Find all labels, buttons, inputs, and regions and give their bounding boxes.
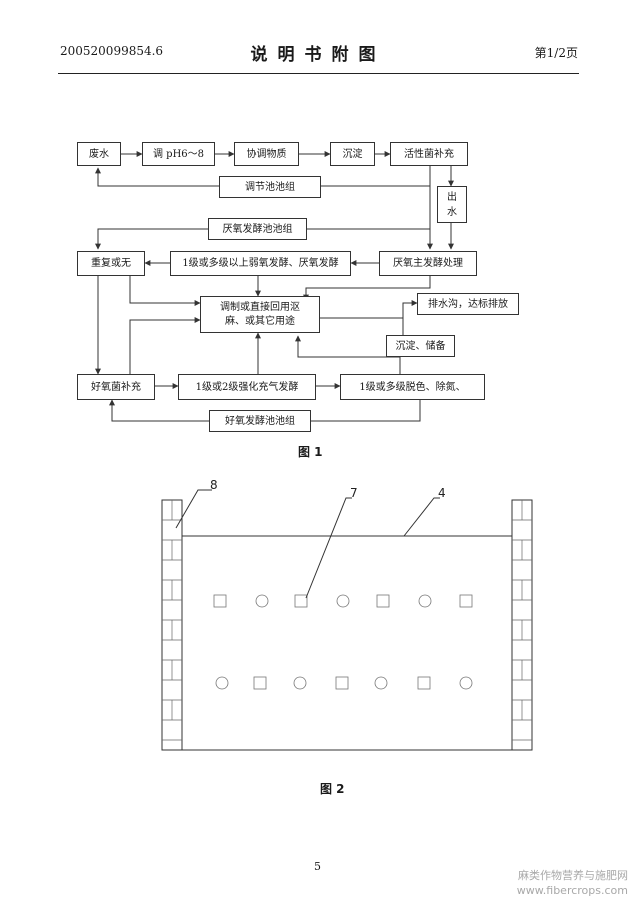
- node-outlet: 出水: [437, 186, 467, 223]
- line-decolor-storage: [386, 356, 401, 378]
- arrow-main-reuse: [303, 276, 431, 301]
- callout-8: 8: [210, 478, 218, 492]
- line-aerobic-tank-right: [311, 400, 421, 422]
- leader-7: [305, 497, 352, 599]
- watermark-line-1: 麻类作物营养与施肥网: [518, 869, 628, 882]
- line-aerobic-tank-left: [109, 399, 209, 422]
- application-number: 200520099854.6: [60, 44, 164, 58]
- node-strong-aeration: 1级或2级强化充气发酵: [178, 374, 316, 400]
- node-reuse: 调制或直接回用沤 麻、或其它用途: [200, 296, 320, 333]
- arrow-storage-reuse: [295, 335, 386, 358]
- brick-lines: [162, 500, 532, 741]
- arrow-aerobic-reuse: [129, 317, 201, 379]
- node-repeat: 重复或无: [77, 251, 145, 276]
- watermark: 麻类作物营养与施肥网 www.fibercrops.com: [517, 868, 628, 898]
- node-coordinate: 协调物质: [234, 142, 299, 166]
- callout-7: 7: [350, 486, 358, 500]
- node-sedimentation: 沉淀: [330, 142, 375, 166]
- leader-4: [403, 497, 440, 537]
- node-regulating-tank: 调节池池组: [219, 176, 321, 198]
- watermark-line-2: www.fibercrops.com: [516, 884, 628, 897]
- line-active-to-regtank: [321, 166, 431, 187]
- leader-8: [175, 489, 212, 529]
- page-number: 5: [314, 860, 321, 873]
- callout-4: 4: [438, 486, 446, 500]
- node-discharge: 排水沟，达标排放: [417, 293, 519, 315]
- arrow-repeat-reuse: [129, 276, 201, 306]
- page-title: 说明书附图: [250, 45, 386, 65]
- line-regtank-to-wastewater: [95, 167, 219, 187]
- node-active-bacteria: 活性菌补充: [390, 142, 468, 166]
- figure2-tank: [161, 489, 533, 751]
- outlet-text: 出水: [447, 191, 457, 218]
- media-row-1: [213, 594, 473, 608]
- node-wastewater: 废水: [77, 142, 121, 166]
- node-anaerobic-main: 厌氧主发酵处理: [379, 251, 477, 276]
- node-sediment-storage: 沉淀、储备: [386, 335, 455, 357]
- reuse-line-2: 麻、或其它用途: [225, 315, 295, 327]
- figure1-caption: 图 1: [298, 445, 323, 459]
- node-weak-anaerobic: 1级或多级以上弱氧发酵、厌氧发酵: [170, 251, 351, 276]
- arrow-reuse-discharge: [320, 300, 418, 319]
- figure2-caption: 图 2: [320, 782, 345, 796]
- node-anaerobic-tank: 厌氧发酵池池组: [208, 218, 307, 240]
- line-anaerobic-tank: [95, 228, 208, 250]
- node-decolor: 1级或多级脱色、除氮、: [340, 374, 485, 400]
- header-rule: [58, 73, 579, 74]
- node-adjust-ph: 调 pH6～8: [142, 142, 215, 166]
- reuse-line-1: 调制或直接回用沤: [220, 301, 300, 313]
- node-aerobic-bacteria: 好氧菌补充: [77, 374, 155, 400]
- media-row-2: [215, 676, 473, 690]
- node-aerobic-tank: 好氧发酵池池组: [209, 410, 311, 432]
- page-label: 第1/2页: [534, 46, 578, 60]
- flowchart-connectors: [95, 151, 454, 422]
